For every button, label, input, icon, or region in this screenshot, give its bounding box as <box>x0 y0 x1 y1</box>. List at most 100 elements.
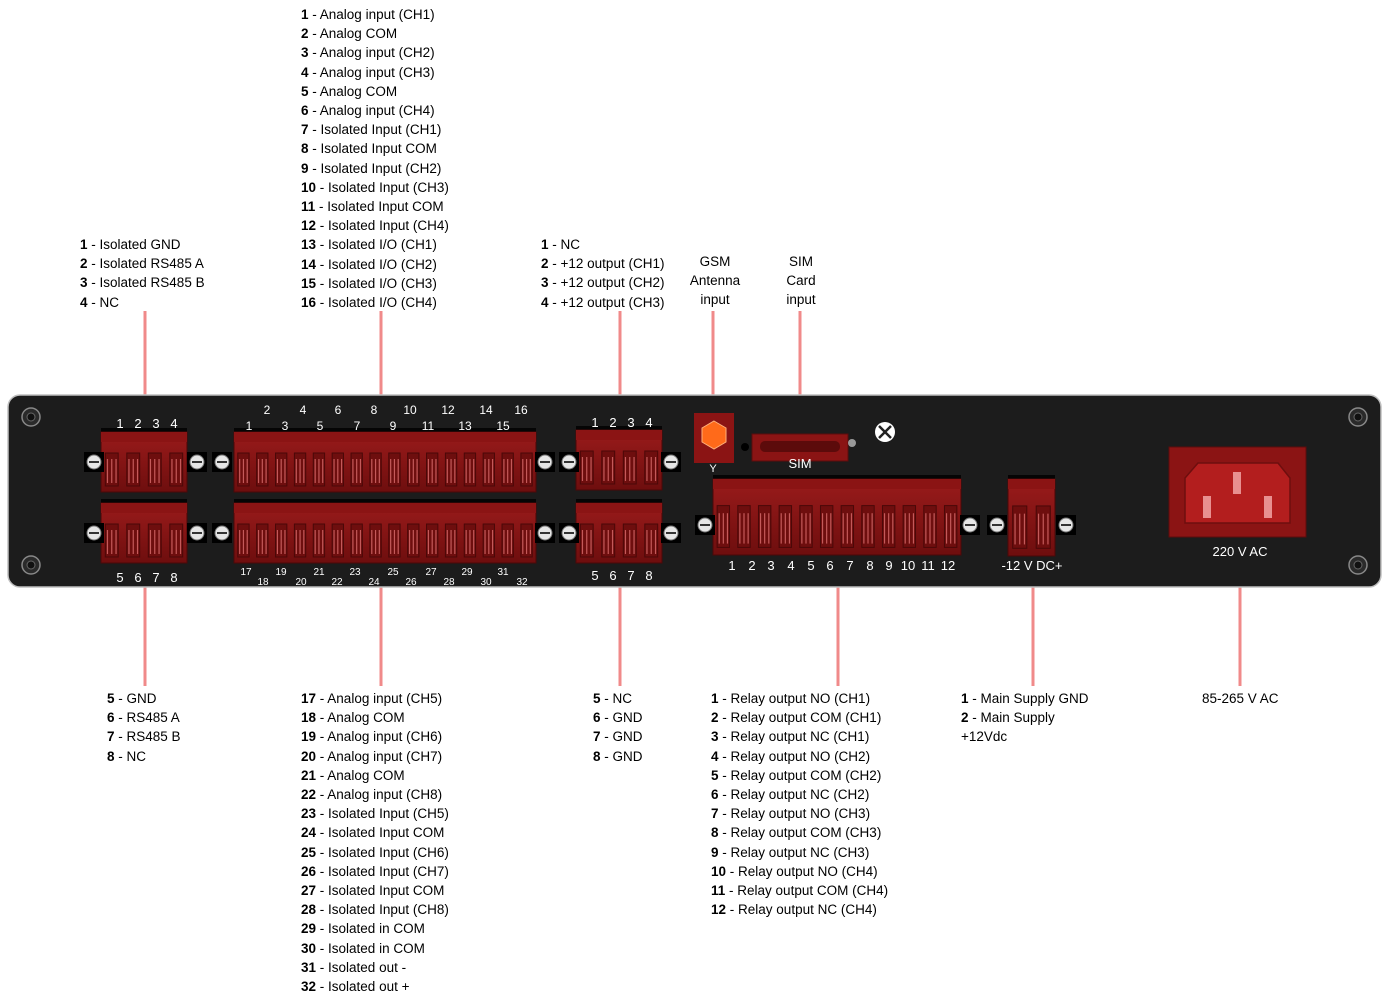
terminal-pin <box>716 505 731 548</box>
terminal-screw-icon <box>535 523 555 543</box>
legend-row: 2 - Analog COM <box>301 26 398 42</box>
antenna-icon: Y <box>709 463 717 475</box>
legend-row: 3 - Isolated RS485 B <box>80 275 205 291</box>
pin-number: 5 <box>593 691 601 706</box>
terminal-pin <box>501 452 514 487</box>
terminal-screw-icon <box>84 452 104 472</box>
terminal-pin <box>256 452 269 487</box>
pin-number: 1 <box>541 237 549 252</box>
pin-number: 10 <box>301 179 317 195</box>
pin-function: Analog input (CH5) <box>327 691 443 706</box>
pin-number: 22 <box>301 787 317 803</box>
terminal-screw-icon <box>987 515 1007 535</box>
pin-number-label: 3 <box>152 416 159 431</box>
pin-function: Isolated out + <box>328 979 410 995</box>
legend-row: 14 - Isolated I/O (CH2) <box>301 256 437 272</box>
pin-number-label: 4 <box>645 415 652 430</box>
pin-number: 16 <box>301 295 317 311</box>
pin-number: 25 <box>301 844 317 860</box>
pin-function: Analog COM <box>327 767 405 783</box>
terminal-pin <box>463 452 477 487</box>
connector-isolated-rs485[interactable] <box>100 428 188 493</box>
connector-12v-outputs[interactable] <box>575 426 663 491</box>
terminal-pin <box>601 450 616 485</box>
pin-number-label: 2 <box>264 403 271 417</box>
pin-number-label: 3 <box>627 415 634 430</box>
terminal-screw-icon <box>960 515 980 535</box>
pin-function: GND <box>612 729 643 745</box>
legend-row: 2 - +12 output (CH1) <box>541 256 665 272</box>
terminal-screw-icon <box>84 523 104 543</box>
ac-power-inlet[interactable] <box>1168 446 1307 538</box>
terminal-pin <box>275 523 288 558</box>
connector-rs485[interactable] <box>100 499 188 564</box>
terminal-pin <box>840 505 855 548</box>
pin-function: Relay output COM (CH1) <box>730 710 882 726</box>
terminal-pin <box>126 452 141 487</box>
connector-io-bottom[interactable] <box>233 499 537 564</box>
terminal-pin <box>819 505 834 548</box>
pin-function: Isolated RS485 B <box>99 275 205 291</box>
terminal-pin <box>520 452 533 487</box>
dc-supply-label: -12 V DC+ <box>1001 558 1062 573</box>
pin-number: 6 <box>301 103 309 119</box>
legend-row: 8 - Relay output COM (CH3) <box>711 825 882 841</box>
pin-number-label: 5 <box>591 568 598 583</box>
pin-number-label: 8 <box>866 558 873 573</box>
pin-function: NC <box>99 294 120 310</box>
terminal-pin <box>1012 505 1028 549</box>
pin-number-label: 2 <box>609 415 616 430</box>
legend-line: input <box>700 292 730 308</box>
legend-row: 6 - Relay output NC (CH2) <box>711 787 870 803</box>
legend-row: 28 - Isolated Input (CH8) <box>301 902 449 918</box>
legend-row: 4 - +12 output (CH3) <box>541 294 665 310</box>
pin-function: Main Supply GND <box>980 691 1089 706</box>
pin-function: Analog input (CH4) <box>319 103 435 119</box>
pin-number-label: 1 <box>116 416 123 431</box>
sim-card-slot[interactable]: SIM <box>741 433 856 471</box>
pin-function: Analog input (CH6) <box>327 729 443 745</box>
legend-row: 26 - Isolated Input (CH7) <box>301 863 449 879</box>
legend-row: 17 - Analog input (CH5) <box>301 691 443 706</box>
legend-row: 12 - Relay output NC (CH4) <box>711 902 877 918</box>
pin-number: 14 <box>301 256 317 272</box>
terminal-pin <box>482 523 495 558</box>
pin-number: 3 <box>711 729 719 745</box>
legend-row: 1 - NC <box>541 237 581 252</box>
pin-number: 31 <box>301 959 317 975</box>
pin-number-label: 1 <box>246 419 253 433</box>
pin-number-label: 5 <box>116 570 123 585</box>
legend-row: 15 - Isolated I/O (CH3) <box>301 275 437 291</box>
pin-number-label: 3 <box>282 419 289 433</box>
terminal-pin <box>644 450 659 485</box>
connector-relay-outputs[interactable] <box>712 475 962 556</box>
legend-row: 9 - Isolated Input (CH2) <box>301 160 442 176</box>
legend-row: 31 - Isolated out - <box>301 959 407 975</box>
legend-row: 11 - Isolated Input COM <box>301 199 444 215</box>
terminal-pin <box>757 505 772 548</box>
terminal-pin <box>579 450 594 485</box>
pin-number: 11 <box>711 883 726 899</box>
pin-function: Isolated Input (CH4) <box>328 218 449 234</box>
terminal-pin <box>881 505 896 548</box>
pin-function: +12 output (CH1) <box>560 256 665 272</box>
gsm-antenna-connector[interactable]: Y <box>694 413 734 475</box>
pin-number: 8 <box>593 748 601 764</box>
pin-number: 5 <box>711 767 719 783</box>
legend-ac-range: 85-265 V AC <box>1202 689 1279 708</box>
pin-number-label: 24 <box>368 577 380 588</box>
pin-number-label: 8 <box>371 403 378 417</box>
ac-supply-label: 220 V AC <box>1213 544 1268 559</box>
legend-row: 32 - Isolated out + <box>301 979 410 995</box>
connector-io-top[interactable] <box>233 428 537 493</box>
pin-number: 1 <box>961 691 969 706</box>
pin-number: 1 <box>711 691 719 706</box>
pin-number: 3 <box>301 45 309 61</box>
terminal-screw-icon <box>695 515 715 535</box>
terminal-screw-icon <box>187 452 207 472</box>
connector-gnd[interactable] <box>575 499 663 564</box>
connector-dc-supply[interactable] <box>1007 475 1056 557</box>
pin-number: 6 <box>107 710 115 726</box>
